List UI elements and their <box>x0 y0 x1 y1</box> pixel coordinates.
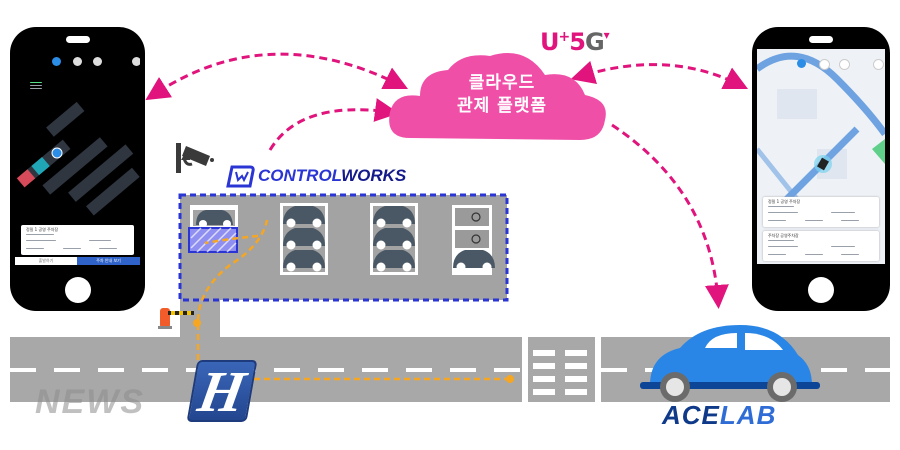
parking-detail <box>26 240 56 241</box>
ev-charger-icon <box>471 234 481 244</box>
uplus-5g-logo: U+5G▾ <box>540 28 610 56</box>
parking-detail <box>831 246 855 247</box>
cloud-label-line1: 클라우드 <box>468 73 536 93</box>
map-option-icon[interactable] <box>839 59 850 70</box>
parking-column <box>280 203 328 275</box>
ev-charger-icon <box>471 212 481 222</box>
parking-address <box>26 234 54 235</box>
crosswalk-gap <box>595 337 601 402</box>
controlworks-logo: CONTROLWORKS <box>258 166 406 186</box>
parking-stat <box>768 220 786 221</box>
watermark-h-badge: H <box>186 359 258 424</box>
parking-result-title: 주차장 공영주차장 <box>768 233 799 238</box>
arrow-controlworks-cloud <box>268 98 399 151</box>
parking-guide-button[interactable]: 주차 안내 보기 <box>77 257 140 265</box>
ev-charging-column <box>452 205 495 275</box>
cloud-label-line2: 관제 플랫폼 <box>456 96 548 116</box>
parking-stat <box>26 248 44 249</box>
route-start-dot <box>506 375 514 383</box>
autonomous-vehicle <box>640 325 820 402</box>
cloud-shape <box>389 53 606 140</box>
parking-route-into-slot <box>204 234 259 245</box>
legend-line <box>30 88 42 89</box>
left-phone: 정밀 1 공영 주차장 출발하기 주차 안내 보기 <box>10 27 145 311</box>
route-gate-dot <box>193 319 201 327</box>
parking-stat <box>805 254 823 255</box>
map-option-icon[interactable] <box>93 57 102 66</box>
parking-stat <box>805 220 823 221</box>
navigation-mode-icon[interactable] <box>797 59 806 68</box>
parking-column <box>370 203 418 275</box>
five-text: 5 <box>569 28 586 56</box>
uplus-letter: U <box>540 28 559 56</box>
parking-mode-icon[interactable] <box>52 57 61 66</box>
parking-address <box>768 240 794 241</box>
parking-result-card[interactable]: 정밀 1 공영 주차장 <box>763 197 879 227</box>
target-slot-hatch <box>190 227 237 253</box>
parking-info-card[interactable]: 정밀 1 공영 주차장 <box>21 225 134 255</box>
controlworks-part2: WORKS <box>341 166 407 185</box>
parking-slot <box>190 205 238 228</box>
crosswalk <box>533 350 587 395</box>
parking-stat <box>63 248 81 249</box>
watermark-text: NEWS <box>35 383 145 421</box>
parking-detail <box>768 212 798 213</box>
crosswalk-gap <box>522 337 528 402</box>
phone-home-button[interactable] <box>808 277 834 303</box>
watermark-h-letter: H <box>193 359 251 424</box>
right-phone: 정밀 1 공영 주차장 주차장 공영주차장 <box>752 27 890 311</box>
5g-triangle-icon: ▾ <box>603 28 610 42</box>
acelab-part2: LAB <box>719 400 777 430</box>
g-text: G <box>584 28 605 56</box>
parking-map-3d <box>16 101 140 216</box>
controlworks-part1: CONTROL <box>258 166 342 185</box>
cloud-label: 클라우드 관제 플랫폼 <box>412 72 592 118</box>
phone-speaker <box>65 36 90 43</box>
phone-speaker <box>809 36 833 43</box>
navigation-map <box>757 52 885 209</box>
parking-detail <box>831 212 855 213</box>
settings-icon[interactable] <box>873 59 884 70</box>
cctv-camera-icon <box>176 143 214 173</box>
left-phone-screen: 정밀 1 공영 주차장 출발하기 주차 안내 보기 <box>15 47 140 265</box>
arrow-cloud-right-phone <box>570 60 749 90</box>
parking-stat <box>841 254 859 255</box>
right-phone-screen: 정밀 1 공영 주차장 주차장 공영주차장 <box>757 49 885 264</box>
legend-line <box>30 82 42 83</box>
parking-result-card[interactable]: 주차장 공영주차장 <box>763 231 879 261</box>
parking-result-title: 정밀 1 공영 주차장 <box>768 199 801 204</box>
uplus-plus: + <box>558 29 571 45</box>
depart-button[interactable]: 출발하기 <box>15 257 77 265</box>
acelab-logo: ACELAB <box>662 400 776 431</box>
parking-stat <box>99 248 117 249</box>
arrow-left-phone-cloud <box>145 52 409 101</box>
parking-detail <box>89 240 111 241</box>
settings-icon[interactable] <box>132 57 140 66</box>
parking-stat <box>841 220 859 221</box>
phone-home-button[interactable] <box>64 277 91 303</box>
parking-name: 정밀 1 공영 주차장 <box>26 227 59 232</box>
map-option-icon[interactable] <box>73 57 82 66</box>
parking-detail <box>768 246 798 247</box>
barrier-gate-icon <box>158 308 194 329</box>
map-option-icon[interactable] <box>819 59 830 70</box>
parking-stat <box>768 254 786 255</box>
arrow-cloud-vehicle <box>611 123 729 309</box>
legend-line <box>30 85 42 86</box>
controlworks-logo-icon <box>226 165 255 188</box>
parking-address <box>768 206 794 207</box>
acelab-part1: ACE <box>662 400 720 430</box>
parking-route <box>196 219 510 381</box>
